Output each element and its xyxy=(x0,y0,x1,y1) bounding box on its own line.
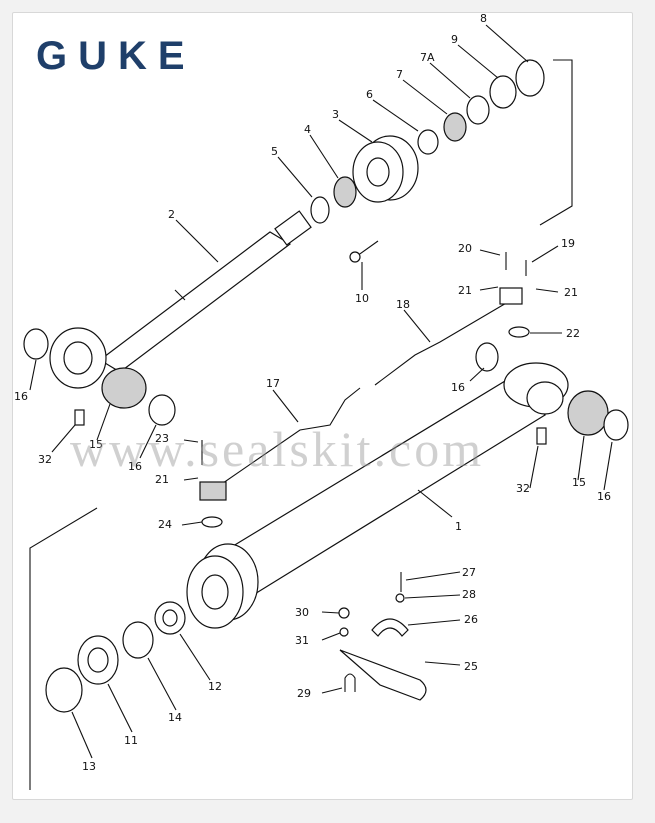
part-labels: 8 9 7A 7 6 3 4 5 2 10 18 17 1 16 16 16 1… xyxy=(14,12,611,773)
label-part-21c: 21 xyxy=(564,286,578,299)
bushing-part-15-left xyxy=(101,367,147,409)
dust-seal-part-16-left-top xyxy=(23,328,49,360)
dust-seal-part-16-left xyxy=(148,394,176,426)
label-part-10: 10 xyxy=(355,292,369,305)
label-part-18: 18 xyxy=(396,298,410,311)
label-part-32b: 32 xyxy=(516,482,530,495)
label-part-21b: 21 xyxy=(458,284,472,297)
cylinder-tube-part-1 xyxy=(186,362,569,629)
label-part-28: 28 xyxy=(462,588,476,601)
label-part-4: 4 xyxy=(304,123,311,136)
nut-part-12 xyxy=(154,601,186,635)
cylinder-head-part-3 xyxy=(352,135,419,203)
piston-part-11 xyxy=(77,635,119,685)
piston-rod-part-2 xyxy=(49,210,312,389)
label-part-17: 17 xyxy=(266,377,280,390)
leader-lines xyxy=(29,24,613,759)
grease-fitting-part-32-left xyxy=(74,409,85,426)
label-part-32a: 32 xyxy=(38,453,52,466)
clamp-part-26 xyxy=(371,618,409,637)
label-part-8: 8 xyxy=(480,12,487,25)
label-part-23: 23 xyxy=(155,432,169,445)
clamp-part-25 xyxy=(339,649,427,701)
guke-logo: GUKE xyxy=(36,34,196,78)
label-part-12: 12 xyxy=(208,680,222,693)
block-part-17-end xyxy=(199,481,227,501)
label-part-29: 29 xyxy=(297,687,311,700)
pipe-part-17 xyxy=(209,387,361,493)
washer-part-31 xyxy=(339,627,349,637)
label-part-16b: 16 xyxy=(128,460,142,473)
washer-part-28 xyxy=(395,593,405,603)
label-part-24: 24 xyxy=(158,518,172,531)
wiper-part-9 xyxy=(489,75,517,109)
ring-part-7a xyxy=(466,95,490,125)
label-part-21a: 21 xyxy=(155,473,169,486)
label-part-30: 30 xyxy=(295,606,309,619)
bolt-part-10 xyxy=(349,240,379,263)
label-part-25: 25 xyxy=(464,660,478,673)
seal-part-4 xyxy=(333,176,357,208)
label-part-1: 1 xyxy=(455,520,462,533)
seal-part-7 xyxy=(443,112,467,142)
label-part-11: 11 xyxy=(124,734,138,747)
label-part-15b: 15 xyxy=(572,476,586,489)
grease-fitting-part-32-right xyxy=(536,427,547,445)
label-part-31: 31 xyxy=(295,634,309,647)
label-part-7: 7 xyxy=(396,68,403,81)
label-part-16d: 16 xyxy=(597,490,611,503)
label-part-6: 6 xyxy=(366,88,373,101)
label-part-9: 9 xyxy=(451,33,458,46)
o-ring-part-24 xyxy=(201,516,223,528)
label-part-27: 27 xyxy=(462,566,476,579)
label-part-5: 5 xyxy=(271,145,278,158)
label-part-15a: 15 xyxy=(89,438,103,451)
label-part-3: 3 xyxy=(332,108,339,121)
label-part-20: 20 xyxy=(458,242,472,255)
ring-part-14 xyxy=(122,621,154,659)
u-bolt-part-29 xyxy=(344,673,356,692)
bushing-part-15-right xyxy=(567,390,609,436)
label-part-26: 26 xyxy=(464,613,478,626)
dust-seal-part-16-right xyxy=(603,409,629,441)
snap-ring-part-5 xyxy=(310,196,330,224)
dust-seal-part-16-right-top xyxy=(475,342,499,372)
bracket-line-top-right xyxy=(539,59,573,226)
o-ring-part-8 xyxy=(515,59,545,97)
label-part-7a: 7A xyxy=(420,51,435,64)
label-part-13: 13 xyxy=(82,760,96,773)
label-part-16a: 16 xyxy=(14,390,28,403)
nut-part-30 xyxy=(338,607,350,619)
block-part-18-end xyxy=(499,287,523,305)
bracket-line-left xyxy=(29,507,98,790)
piston-ring-part-13 xyxy=(45,667,83,713)
pipe-part-18 xyxy=(374,301,509,386)
label-part-19: 19 xyxy=(561,237,575,250)
watermark-text: www.sealskit.com xyxy=(70,421,485,477)
bushing-part-6 xyxy=(417,129,439,155)
label-part-16c: 16 xyxy=(451,381,465,394)
label-part-2: 2 xyxy=(168,208,175,221)
label-part-14: 14 xyxy=(168,711,182,724)
o-ring-part-22 xyxy=(508,326,530,338)
label-part-22: 22 xyxy=(566,327,580,340)
